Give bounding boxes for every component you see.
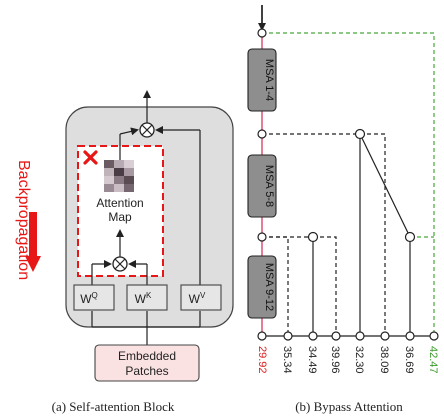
value-label-6: 38.09 <box>378 346 390 374</box>
embedded-patches-label-line2: Patches <box>125 364 168 378</box>
bypass-dashed-black <box>262 133 386 336</box>
bypass-green-top <box>262 32 435 336</box>
right-caption: (b) Bypass Attention <box>295 399 403 414</box>
attention-map-label-line2: Map <box>108 210 132 224</box>
embedded-patches-box <box>94 344 200 382</box>
backpropagation-label: Backpropagation <box>15 160 32 280</box>
value-projection-box: WV <box>180 284 222 311</box>
junction-nodes <box>257 28 439 341</box>
svg-text:MSA 5-8: MSA 5-8 <box>263 165 275 207</box>
embedded-patches-label-line1: Embedded <box>118 349 176 363</box>
svg-text:MSA 9-12: MSA 9-12 <box>263 263 275 311</box>
value-label-8: 42.47 <box>427 346 439 374</box>
key-projection-box: WK <box>126 284 168 311</box>
value-label-5: 32.30 <box>353 346 365 374</box>
bypass-values: 29.92 35.34 34.49 39.96 32.30 38.09 36.6… <box>256 346 439 374</box>
msa-block-1: MSA 1-4 <box>247 48 277 112</box>
self-attention-panel: Attention Map <box>15 90 234 414</box>
svg-text:WV: WV <box>189 291 206 306</box>
value-label-7: 36.69 <box>403 346 415 374</box>
value-label-1: 29.92 <box>256 346 268 374</box>
matmul-attn-v-icon <box>139 122 155 138</box>
value-label-3: 34.49 <box>306 346 318 374</box>
backprop-arrow-icon <box>25 212 41 272</box>
value-label-4: 39.96 <box>329 346 341 374</box>
attention-map-label-line1: Attention <box>96 196 143 210</box>
blocked-x-icon <box>83 150 98 165</box>
msa-block-2: MSA 5-8 <box>247 154 277 218</box>
attention-map-image <box>104 160 134 192</box>
svg-text:WQ: WQ <box>80 291 98 306</box>
svg-text:MSA 1-4: MSA 1-4 <box>263 59 275 101</box>
left-caption: (a) Self-attention Block <box>52 399 175 414</box>
msa-block-3: MSA 9-12 <box>247 255 277 319</box>
bypass-attention-panel: MSA 1-4 MSA 5-8 MSA 9-12 29.92 35.34 34.… <box>247 5 439 414</box>
value-label-2: 35.34 <box>281 346 293 374</box>
svg-text:WK: WK <box>135 291 152 306</box>
matmul-qk-icon <box>112 256 128 272</box>
left-arrows <box>91 90 201 345</box>
query-projection-box: WQ <box>73 284 115 311</box>
